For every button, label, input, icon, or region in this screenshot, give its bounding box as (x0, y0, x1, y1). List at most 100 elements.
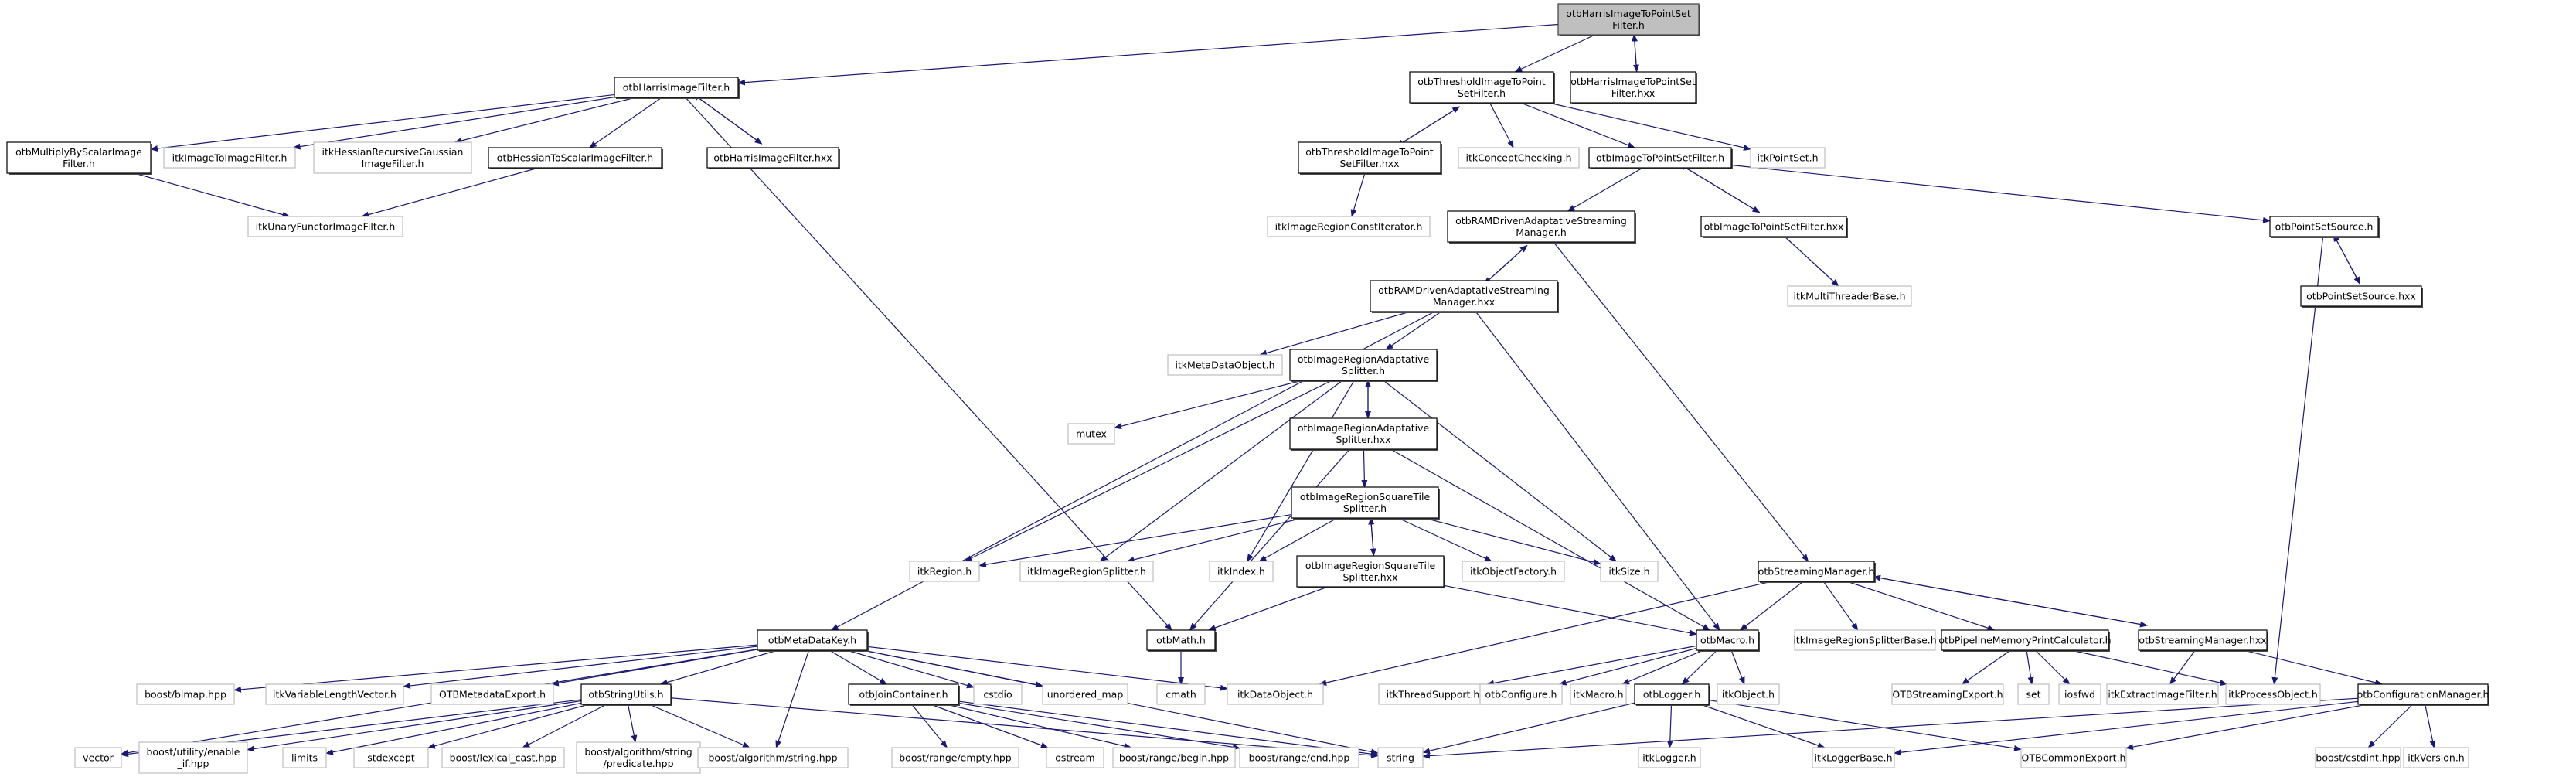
node-otbmetadatakey-h[interactable]: otbMetaDataKey.h (757, 629, 869, 652)
node-box (441, 747, 565, 768)
node-otbmetadataexport-h: OTBMetadataExport.h (430, 683, 554, 705)
node-mutex: mutex (1067, 423, 1115, 445)
node-otbstringutils-h[interactable]: otbStringUtils.h (580, 683, 672, 706)
node-label: SetFilter.h (1458, 87, 1506, 99)
node-itkpointset-h: itkPointSet.h (1750, 147, 1826, 169)
node-otbramdrivenadaptativestreamingmanager-hxx[interactable]: otbRAMDrivenAdaptativeStreamingManager.h… (1370, 280, 1559, 313)
node-box[interactable] (488, 147, 662, 169)
node-otbpipelinememoryprintcalculator-h[interactable]: otbPipelineMemoryPrintCalculator.h (1938, 629, 2112, 652)
node-box[interactable] (2269, 216, 2379, 237)
node-otbconfigurationmanager-h[interactable]: otbConfigurationManager.h (2357, 683, 2489, 706)
node-box[interactable] (1409, 71, 1554, 104)
edge-pipelinemem-to-set (2026, 649, 2034, 685)
edge-joincontainer-to-boostrangeend (958, 702, 1240, 751)
node-itkextractimagefilter-h: itkExtractImageFilter.h (2106, 683, 2219, 705)
node-boost-range-begin-hpp: boost/range/begin.hpp (1112, 747, 1236, 768)
node-box[interactable] (1570, 71, 1696, 104)
node-otbjoincontainer-h[interactable]: otbJoinContainer.h (848, 683, 960, 706)
node-otbimagetopointsetfilter-h[interactable]: otbImageToPointSetFilter.h (1588, 147, 1733, 169)
node-box[interactable] (1634, 683, 1710, 705)
node-box[interactable] (580, 683, 672, 705)
node-box[interactable] (2138, 629, 2268, 651)
node-box[interactable] (1557, 3, 1700, 36)
node-otbimagetopointsetfilter-hxx[interactable]: otbImageToPointSetFilter.hxx (1700, 216, 1848, 238)
edge-roothxx-to-root (1631, 33, 1638, 72)
node-label: otbHarrisImageFilter.hxx (713, 152, 832, 164)
node-box (353, 747, 429, 768)
edge-joincontainer-to-boostrangeempty (911, 704, 948, 748)
edge-squaresplitterhxx-to-otbmacro (1443, 584, 1697, 636)
node-box[interactable] (1146, 629, 1216, 651)
node-box[interactable] (1758, 561, 1875, 582)
node-itkmultithreaderbase-h: itkMultiThreaderBase.h (1787, 285, 1912, 307)
node-otbstreamingmanager-h[interactable]: otbStreamingManager.h (1758, 561, 1876, 583)
node-itkobjectfactory-h: itkObjectFactory.h (1462, 561, 1565, 582)
edge-otbmacro-to-itkmacro (1621, 649, 1704, 685)
node-box[interactable] (6, 141, 151, 174)
node-label: OTBMetadataExport.h (439, 689, 546, 700)
node-otbmath-h[interactable]: otbMath.h (1146, 629, 1217, 652)
node-otbharrisimagefilter-h[interactable]: otbHarrisImageFilter.h (614, 77, 740, 99)
node-box[interactable] (614, 77, 739, 98)
edge-adaptsplitterh-to-itksize (1383, 380, 1618, 562)
node-label: itkHessianRecursiveGaussian (322, 146, 464, 158)
node-box[interactable] (1289, 349, 1438, 381)
node-label: Manager.h (1516, 227, 1567, 238)
node-box[interactable] (1291, 486, 1439, 519)
node-otbpointsetsource-h[interactable]: otbPointSetSource.h (2269, 216, 2380, 238)
node-box[interactable] (1700, 216, 1847, 237)
node-box[interactable] (1289, 417, 1438, 450)
node-box[interactable] (848, 683, 959, 705)
node-box (163, 147, 296, 169)
node-otblogger-h[interactable]: otbLogger.h (1634, 683, 1710, 706)
node-box[interactable] (1588, 147, 1732, 169)
edge-thresholdhxx-to-thresholdh (1396, 106, 1461, 147)
node-box[interactable] (2300, 285, 2422, 307)
node-otbhessiantoscalarimagefilter-h[interactable]: otbHessianToScalarImageFilter.h (488, 147, 663, 169)
node-otbmacro-h[interactable]: otbMacro.h (1696, 629, 1760, 652)
edge-harrisfilterh-to-multiplyh (150, 94, 615, 152)
edge-otbmacro-to-otblogger (1681, 649, 1718, 685)
edge-ramhxx-to-ramh (1483, 244, 1528, 285)
node-itkimageregionsplitterbase-h: itkImageRegionSplitterBase.h (1793, 629, 1937, 651)
node-box[interactable] (706, 147, 839, 169)
edge-squaresplitterh-to-itksize (1424, 517, 1601, 565)
node-itkthreadsupport-h: itkThreadSupport.h (1378, 683, 1488, 705)
node-box (2058, 683, 2101, 705)
node-itklogger-h: itkLogger.h (1638, 747, 1701, 768)
node-box[interactable] (1941, 629, 2109, 651)
node-box[interactable] (2357, 683, 2489, 705)
node-box[interactable] (1296, 555, 1445, 588)
node-box[interactable] (1370, 280, 1558, 312)
node-label: itkDataObject.h (1237, 689, 1313, 700)
edge-adaptsplitterh-to-mutex (1114, 380, 1303, 430)
node-box (2315, 747, 2401, 768)
node-otbpointsetsource-hxx[interactable]: otbPointSetSource.hxx (2300, 285, 2423, 308)
node-box[interactable] (1447, 210, 1635, 243)
edge-ramhxx-to-otbmacro (1475, 311, 1720, 631)
edge-metadatakey-to-boostbimap (233, 644, 758, 693)
node-box[interactable] (757, 629, 868, 651)
node-otbstreamingmanager-hxx[interactable]: otbStreamingManager.hxx (2138, 629, 2268, 652)
edge-otblogger-to-itklogger (1666, 704, 1673, 748)
node-otbharrisimagefilter-hxx[interactable]: otbHarrisImageFilter.hxx (706, 147, 840, 169)
node-box (1750, 147, 1826, 169)
edge-ramhxx-to-adaptsplitterh (1385, 311, 1442, 350)
node-box[interactable] (1696, 629, 1759, 651)
node-box (1891, 683, 2004, 705)
node-label: Manager.hxx (1433, 296, 1495, 308)
node-label: OTBStreamingExport.h (1892, 689, 2003, 700)
node-box (1458, 147, 1580, 169)
node-box[interactable] (1298, 141, 1441, 174)
node-itkimagetoimagefilter-h: itkImageToImageFilter.h (163, 147, 296, 169)
